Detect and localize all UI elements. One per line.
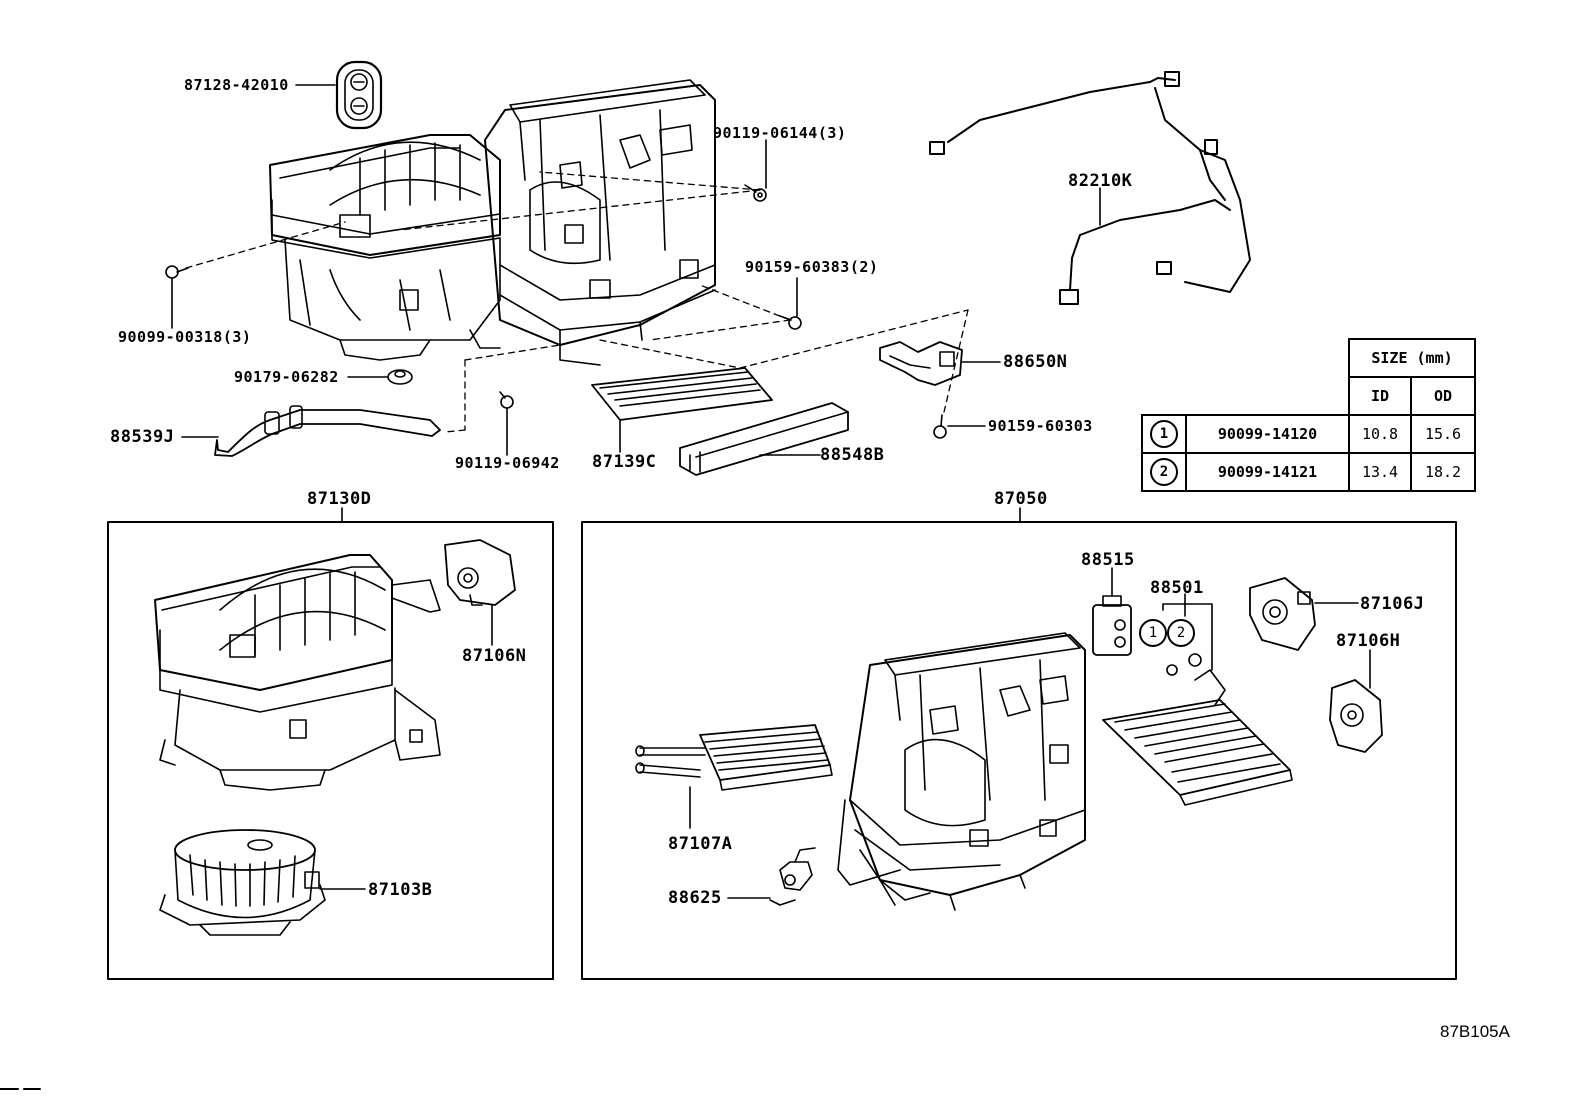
box-87050 bbox=[581, 521, 1457, 980]
callout-1: 1 bbox=[1139, 619, 1167, 647]
size-table: SIZE (mm) ID OD 1 90099-14120 10.8 15.6 … bbox=[1141, 338, 1476, 492]
label-88625: 88625 bbox=[668, 888, 722, 908]
row-part: 90099-14120 bbox=[1185, 414, 1350, 454]
bracket-88650n bbox=[879, 341, 963, 386]
grommet-87128 bbox=[335, 60, 383, 130]
row-mark: 1 bbox=[1150, 420, 1178, 448]
assembly-dashed-lines bbox=[185, 171, 969, 433]
blower-motor-87103b bbox=[159, 829, 326, 936]
screw-90119-06144 bbox=[744, 184, 767, 202]
row-id: 10.8 bbox=[1348, 414, 1412, 454]
heater-case-upper bbox=[484, 79, 716, 366]
actuator-87106j bbox=[1249, 577, 1316, 651]
label-90159-60303: 90159-60303 bbox=[988, 417, 1093, 435]
label-88501: 88501 bbox=[1150, 578, 1204, 598]
label-88650n: 88650N bbox=[1003, 352, 1068, 372]
row-mark: 2 bbox=[1150, 458, 1178, 486]
drain-hose-88539j bbox=[214, 405, 441, 457]
size-table-row: 1 90099-14120 10.8 15.6 bbox=[1141, 414, 1476, 454]
actuator-87106h bbox=[1329, 679, 1383, 753]
label-87106j: 87106J bbox=[1360, 594, 1425, 614]
blower-housing-upper bbox=[269, 134, 501, 361]
label-82210k: 82210K bbox=[1068, 171, 1133, 191]
label-87128-42010: 87128-42010 bbox=[184, 76, 289, 94]
sensor-88625 bbox=[769, 847, 816, 906]
grommet-90179-06282 bbox=[387, 369, 413, 385]
label-87106h: 87106H bbox=[1336, 631, 1401, 651]
box-87130d bbox=[107, 521, 554, 980]
label-88539j: 88539J bbox=[110, 427, 175, 447]
wire-harness-82210k bbox=[929, 71, 1251, 305]
air-filter-87139c bbox=[591, 367, 773, 453]
screw-90099-00318 bbox=[165, 265, 189, 279]
callout-2: 2 bbox=[1167, 619, 1195, 647]
screw-90159-60383 bbox=[779, 315, 802, 330]
row-part: 90099-14121 bbox=[1185, 452, 1350, 492]
label-87107a: 87107A bbox=[668, 834, 733, 854]
row-od: 18.2 bbox=[1410, 452, 1476, 492]
label-88515: 88515 bbox=[1081, 550, 1135, 570]
orings-88501 bbox=[1162, 593, 1213, 676]
expansion-valve-88515 bbox=[1092, 595, 1132, 656]
size-table-row: 2 90099-14121 13.4 18.2 bbox=[1141, 452, 1476, 492]
label-90119-06144: 90119-06144(3) bbox=[713, 124, 847, 142]
row-od: 15.6 bbox=[1410, 414, 1476, 454]
blower-unit-87130d bbox=[154, 554, 441, 791]
label-87139c: 87139C bbox=[592, 452, 657, 472]
label-90099-00318: 90099-00318(3) bbox=[118, 328, 252, 346]
size-table-col-od: OD bbox=[1410, 376, 1476, 416]
label-87106n: 87106N bbox=[462, 646, 527, 666]
size-table-header: SIZE (mm) bbox=[1348, 338, 1476, 378]
size-table-col-id: ID bbox=[1348, 376, 1412, 416]
row-id: 13.4 bbox=[1348, 452, 1412, 492]
screw-90119-06942 bbox=[499, 391, 514, 409]
heater-core-87107a bbox=[635, 724, 833, 791]
screw-90159-60303 bbox=[933, 414, 947, 439]
label-88548b: 88548B bbox=[820, 445, 885, 465]
label-87050: 87050 bbox=[994, 489, 1048, 509]
actuator-87106n bbox=[444, 539, 516, 606]
label-87130d: 87130D bbox=[307, 489, 372, 509]
figure-code: 87B105A bbox=[1440, 1022, 1510, 1041]
label-90119-06942: 90119-06942 bbox=[455, 454, 560, 472]
heater-case-87050 bbox=[837, 632, 1086, 911]
label-87103b: 87103B bbox=[368, 880, 433, 900]
evaporator bbox=[1102, 669, 1293, 806]
label-90159-60383: 90159-60383(2) bbox=[745, 258, 879, 276]
label-90179-06282: 90179-06282 bbox=[234, 368, 339, 386]
filter-cover-88548b bbox=[679, 402, 849, 476]
